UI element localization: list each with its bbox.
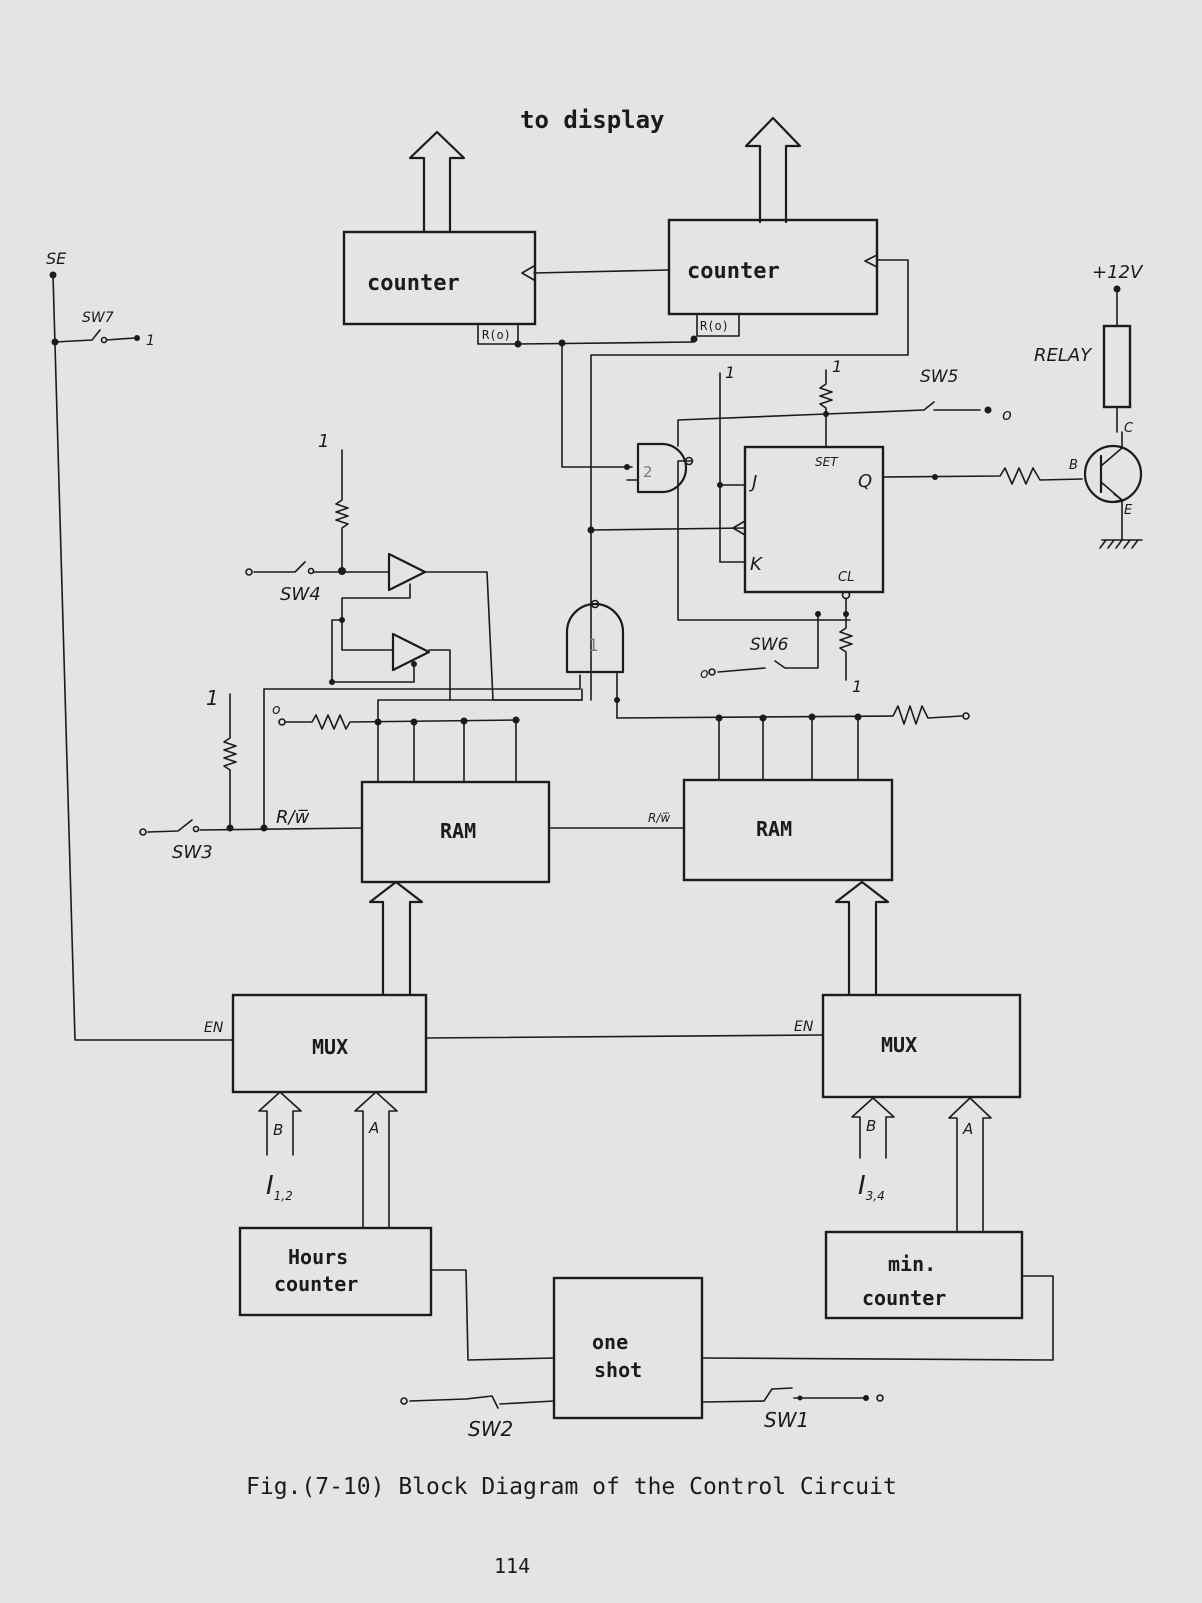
ram-right-box (682, 778, 894, 882)
hours-counter-line1: Hours (288, 1245, 348, 1269)
sw4-one-label: 1 (318, 431, 329, 452)
to-display-label: to display (520, 106, 665, 134)
sw6-zero-label: o (700, 666, 709, 682)
mux-right-label: MUX (881, 1033, 917, 1057)
mux-to-ram-arrow-left (368, 880, 424, 996)
mux-right-input-a-arrow: A (948, 1097, 992, 1233)
en-right-label: EN (794, 1019, 814, 1035)
set-one-label: 1 (832, 357, 842, 376)
supply-label: +12V (1092, 262, 1144, 283)
mux-left-a-label: A (368, 1119, 379, 1137)
page-number: 114 (494, 1554, 530, 1578)
hours-counter-line2: counter (274, 1272, 358, 1296)
ram-right-label: RAM (756, 817, 792, 841)
rw-left-label: R/w̅ (276, 807, 310, 828)
ff-k-label: K (750, 554, 763, 575)
one-shot-line1: one (592, 1330, 628, 1354)
cl-one-label: 1 (852, 677, 862, 696)
relay-label: RELAY (1034, 345, 1093, 366)
gate-1-label: 1 (588, 636, 599, 656)
sw4-label: SW4 (280, 584, 321, 605)
sw2-label: SW2 (468, 1417, 513, 1441)
relay-coil (1102, 324, 1132, 409)
buffer-lower (391, 632, 431, 672)
one-shot-box (552, 1276, 704, 1420)
i34-label: I3,4 (858, 1171, 885, 1203)
en-left-label: EN (204, 1020, 224, 1036)
sw3-label: SW3 (172, 842, 213, 863)
hours-counter-box (238, 1226, 433, 1317)
rw-right-label: R/w̅ (648, 811, 670, 825)
sw1-label: SW1 (764, 1408, 809, 1432)
transistor-e-label: E (1124, 503, 1133, 518)
buffer-upper (387, 552, 427, 592)
ff-j-label: J (749, 472, 757, 493)
figure-caption: Fig.(7-10) Block Diagram of the Control … (246, 1474, 897, 1500)
sw3-one-label: 1 (206, 686, 219, 710)
sw5-zero-label: o (1002, 405, 1012, 424)
ram-left-box (360, 780, 551, 884)
mux-right-b-label: B (866, 1117, 876, 1135)
ground-icon (1099, 539, 1143, 549)
gate-1: 1 (565, 599, 625, 674)
ff-clear-label: CL (838, 570, 854, 585)
counter-left-label: counter (367, 271, 460, 296)
jk-one-label: 1 (725, 363, 735, 382)
mux-left-b-label: B (273, 1121, 283, 1139)
min-counter-box (824, 1230, 1024, 1320)
min-counter-line1: min. (888, 1252, 936, 1276)
mux-right-a-label: A (962, 1120, 973, 1138)
gate-2: 2 (636, 442, 694, 494)
display-arrow-right (744, 116, 802, 224)
mux-to-ram-arrow-right (834, 880, 890, 996)
mux-left-input-a-arrow: A (354, 1091, 398, 1229)
mux-left-label: MUX (312, 1035, 348, 1059)
mux-left-box (231, 993, 428, 1094)
transistor-b-label: B (1069, 458, 1078, 473)
min-counter-line2: counter (862, 1286, 946, 1310)
transistor: B C E (1069, 421, 1143, 541)
transistor-c-label: C (1124, 421, 1134, 436)
display-arrow-left (408, 130, 466, 234)
jk-flipflop-box (743, 445, 885, 594)
mux-right-box (821, 993, 1022, 1099)
counter-right-reset-label: R(o) (700, 319, 729, 333)
mux-left-input-b-arrow: B (258, 1091, 302, 1156)
gate-2-label: 2 (643, 463, 653, 481)
counter-right-reset-box (696, 313, 740, 337)
i12-label: I1,2 (266, 1171, 293, 1203)
ff-set-label: SET (815, 455, 839, 469)
ff-q-label: Q (858, 471, 872, 492)
sw6-label: SW6 (750, 635, 789, 655)
sw5-label: SW5 (920, 367, 958, 387)
mux-right-input-b-arrow: B (851, 1097, 895, 1159)
ram-left-zero-label: o (272, 702, 281, 718)
ram-left-label: RAM (440, 819, 476, 843)
one-shot-line2: shot (594, 1358, 642, 1382)
counter-right-label: counter (687, 259, 780, 284)
counter-left-reset-label: R(o) (482, 328, 511, 342)
se-label: SE (46, 249, 67, 268)
sw7-one-label: 1 (146, 333, 155, 349)
sw7-label: SW7 (82, 310, 114, 326)
counter-left-box (342, 230, 537, 326)
counter-left-reset-box (477, 323, 519, 345)
